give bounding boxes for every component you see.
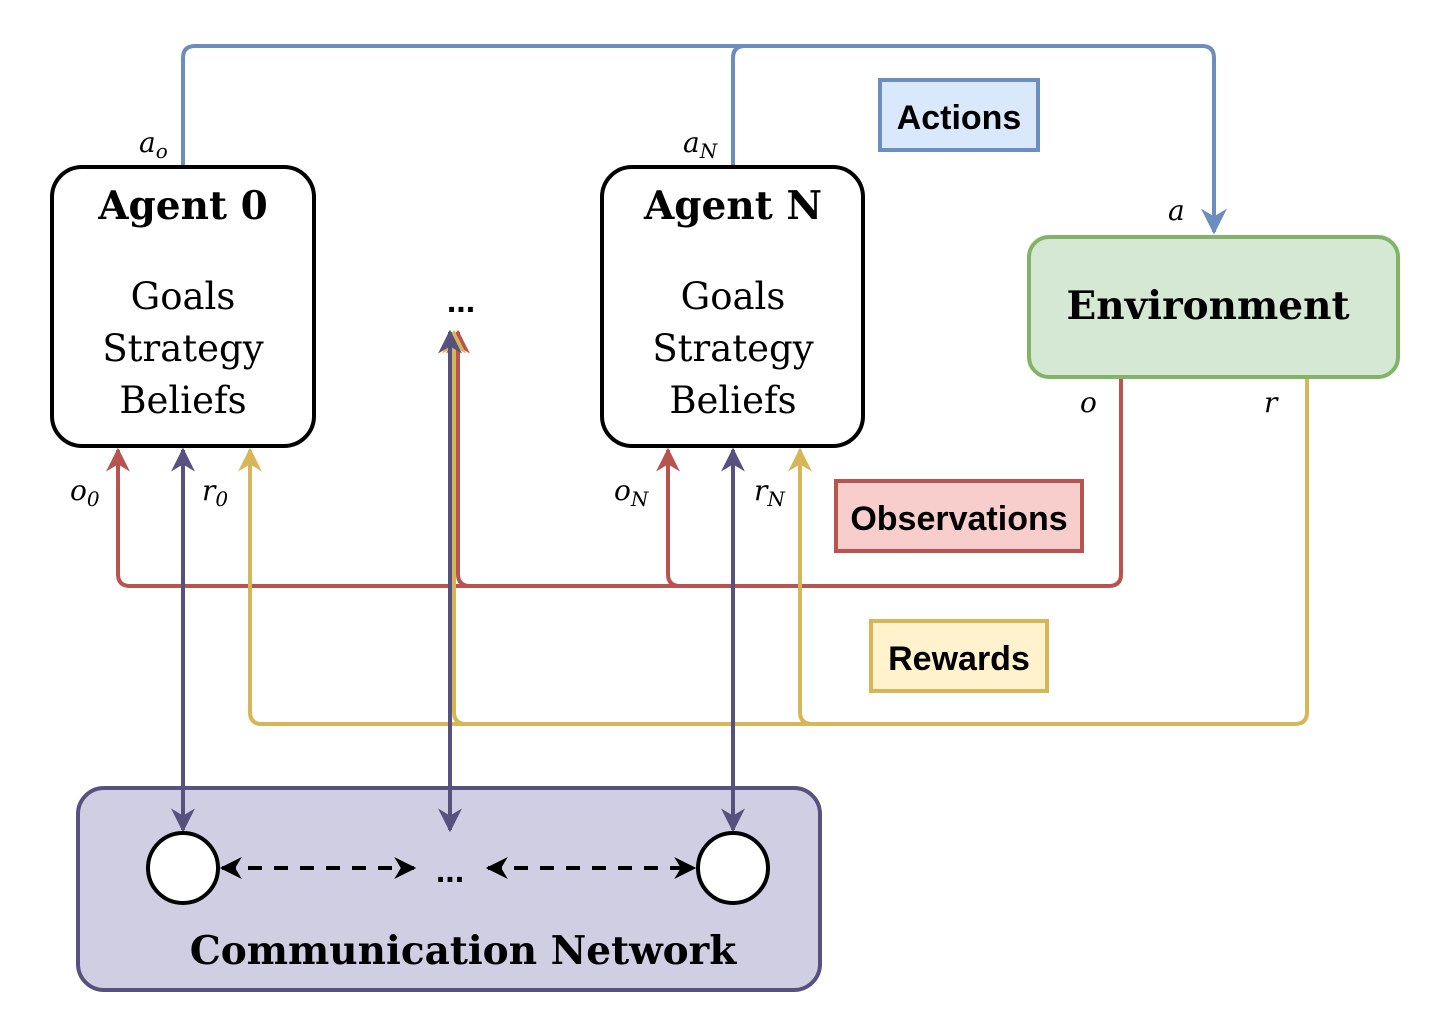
- environment-title: Environment: [1067, 283, 1350, 329]
- agentN-goals: Goals: [681, 275, 786, 318]
- legend-rewards-box: [869, 619, 1049, 693]
- agent0-box: [50, 165, 316, 448]
- observation-edge-agentN: [656, 447, 681, 588]
- agent0-beliefs: Beliefs: [119, 379, 246, 422]
- agents-ellipsis: ...: [447, 282, 475, 320]
- environment-box: [1027, 235, 1400, 379]
- legend-rewards-label: Rewards: [888, 640, 1030, 678]
- reward-edge-agentN: [788, 447, 813, 726]
- observation-edge-middle: [446, 329, 471, 588]
- agentN-beliefs: Beliefs: [669, 379, 796, 422]
- label-r0: r0: [202, 474, 228, 511]
- agent0-goals: Goals: [131, 275, 236, 318]
- label-aN: aN: [683, 126, 719, 163]
- label-o0: o0: [70, 474, 100, 511]
- label-oN: oN: [614, 474, 650, 511]
- label-a0: ao: [139, 126, 168, 163]
- agent0-strategy: Strategy: [102, 327, 263, 370]
- label-rN: rN: [754, 474, 786, 511]
- network-title: Communication Network: [190, 928, 738, 974]
- network-ellipsis: ...: [436, 852, 464, 890]
- agentN-strategy: Strategy: [652, 327, 813, 370]
- legend-observations-label: Observations: [850, 500, 1067, 538]
- agentN-box: [600, 165, 865, 448]
- action-edge-agentN: [731, 44, 746, 165]
- agent0-title: Agent 0: [97, 183, 267, 229]
- action-edge-agent0: [181, 44, 1227, 235]
- network-node-agentN: [696, 831, 770, 905]
- label-r: r: [1264, 386, 1279, 419]
- label-o: o: [1080, 386, 1097, 419]
- legend-actions-label: Actions: [897, 99, 1022, 137]
- network-node-agent0: [146, 831, 220, 905]
- agentN-title: Agent N: [643, 183, 822, 229]
- legend-observations-box: [834, 479, 1084, 553]
- legend-actions-box: [878, 78, 1040, 152]
- observation-edge: [106, 378, 1123, 588]
- label-a: a: [1168, 194, 1185, 227]
